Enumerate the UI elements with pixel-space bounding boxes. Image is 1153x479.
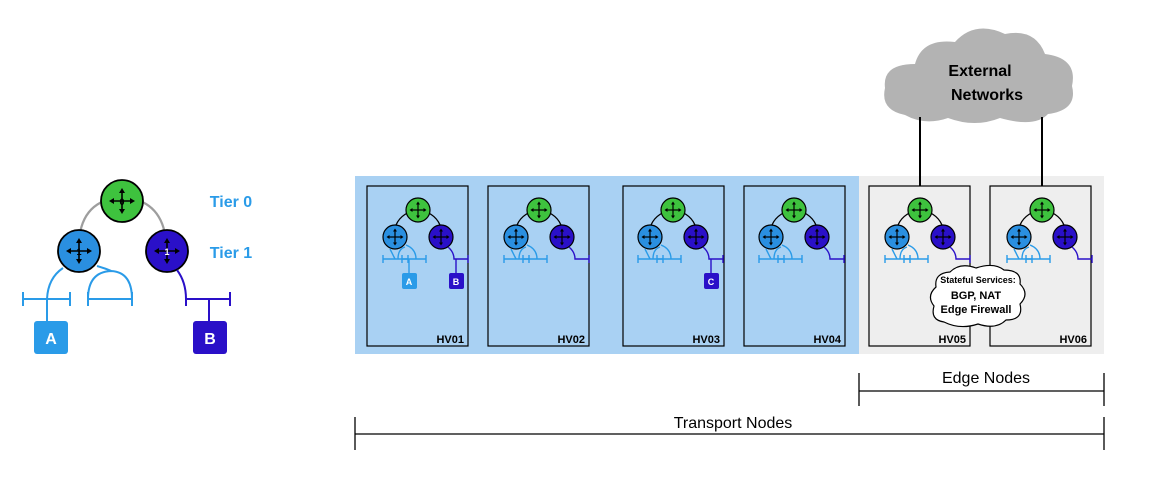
transport-nodes-bracket: Transport Nodes: [354, 415, 1105, 450]
hv04-label: HV04: [813, 334, 841, 346]
hv01-segment-b: B: [453, 277, 460, 287]
tier0-router-number: 0: [119, 197, 124, 207]
host-hv01[interactable]: A B HV01: [366, 185, 468, 347]
host-hv04[interactable]: HV04: [743, 185, 846, 347]
transport-zone-background: [355, 176, 859, 354]
hv01-label: HV01: [436, 334, 464, 346]
cloud-label-line2: Networks: [951, 87, 1023, 104]
hv05-label: HV05: [938, 334, 966, 346]
hv03-segment-c: C: [708, 277, 715, 287]
tier0-label: Tier 0: [210, 194, 253, 211]
tier1-router-b-number: 1: [164, 247, 169, 257]
host-hv03[interactable]: C HV03: [622, 185, 725, 347]
stateful-line3: Edge Firewall: [941, 304, 1012, 316]
edge-nodes-label: Edge Nodes: [942, 370, 1030, 387]
segment-a-label: A: [45, 331, 57, 348]
segment-a-link: [46, 267, 64, 300]
segment-unused-line: [87, 292, 133, 306]
stateful-line2: BGP, NAT: [951, 290, 1002, 302]
hv06-label: HV06: [1059, 334, 1087, 346]
tier1-router-a-number: 1: [76, 247, 81, 257]
cloud-label-line1: External: [948, 63, 1011, 80]
stateful-line1: Stateful Services:: [940, 275, 1016, 285]
segment-b-label: B: [204, 331, 216, 348]
segment-a-box[interactable]: [34, 321, 68, 354]
transport-nodes-label: Transport Nodes: [674, 415, 793, 432]
tier1-label: Tier 1: [210, 245, 253, 262]
hv01-segment-a: A: [406, 277, 413, 287]
hv03-label: HV03: [692, 334, 720, 346]
edge-nodes-bracket: Edge Nodes: [858, 370, 1105, 406]
segment-b-box[interactable]: [193, 321, 227, 354]
external-networks-cloud: External Networks: [884, 28, 1073, 123]
hv02-label: HV02: [557, 334, 585, 346]
logical-view: 0 1 1 A B Tier 0 Tier 1: [22, 179, 253, 354]
edge-zone-background: [859, 176, 1104, 354]
host-hv02[interactable]: HV02: [487, 185, 589, 347]
stateful-services-cloud: Stateful Services: BGP, NAT Edge Firewal…: [929, 264, 1026, 328]
